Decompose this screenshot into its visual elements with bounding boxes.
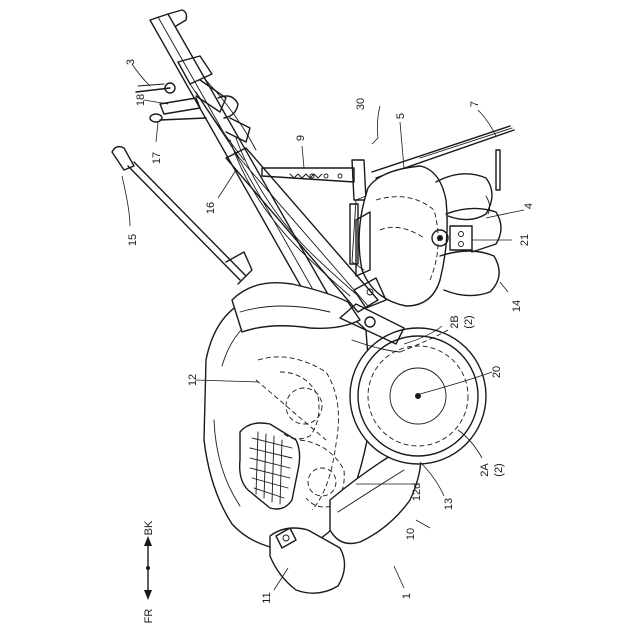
handle-bar: [150, 10, 356, 306]
label-12: 12: [187, 374, 199, 386]
direction-front-label: FR: [143, 609, 155, 624]
lever-3: [136, 83, 175, 93]
label-21: 21: [519, 234, 531, 246]
label-7: 7: [469, 101, 481, 107]
bracket-21: [450, 226, 472, 250]
resistance-bar-9: [262, 160, 366, 200]
label-4: 4: [523, 203, 535, 209]
label-9: 9: [295, 135, 307, 141]
direction-labels: BK FR: [143, 520, 155, 623]
label-12d: 12d: [411, 483, 423, 501]
wheel-20: [350, 328, 486, 464]
upper-body: [232, 283, 360, 332]
label-17: 17: [151, 152, 163, 164]
label-18: 18: [135, 94, 147, 106]
label-30: 30: [355, 98, 367, 110]
label-5: 5: [395, 113, 407, 119]
label-1: 1: [401, 593, 413, 599]
label-3: 3: [125, 59, 137, 65]
label-2B: 2B: [449, 315, 461, 328]
direction-back-label: BK: [143, 520, 155, 535]
label-14: 14: [511, 300, 523, 312]
label-2B-sub: (2): [463, 315, 475, 328]
rod-7: [372, 126, 514, 178]
label-20: 20: [491, 366, 503, 378]
label-2A: 2A: [479, 463, 491, 477]
label-13: 13: [443, 498, 455, 510]
label-2A-sub: (2): [493, 463, 505, 476]
direction-indicator: [144, 536, 152, 600]
sub-handle-15: [112, 147, 252, 284]
label-15: 15: [127, 234, 139, 246]
front-bumper-11: [270, 528, 345, 593]
label-16: 16: [205, 202, 217, 214]
lever-17: [150, 114, 206, 122]
rear-post: [496, 150, 500, 190]
lever-18: [160, 98, 200, 114]
label-10: 10: [405, 528, 417, 540]
label-11: 11: [261, 592, 273, 603]
